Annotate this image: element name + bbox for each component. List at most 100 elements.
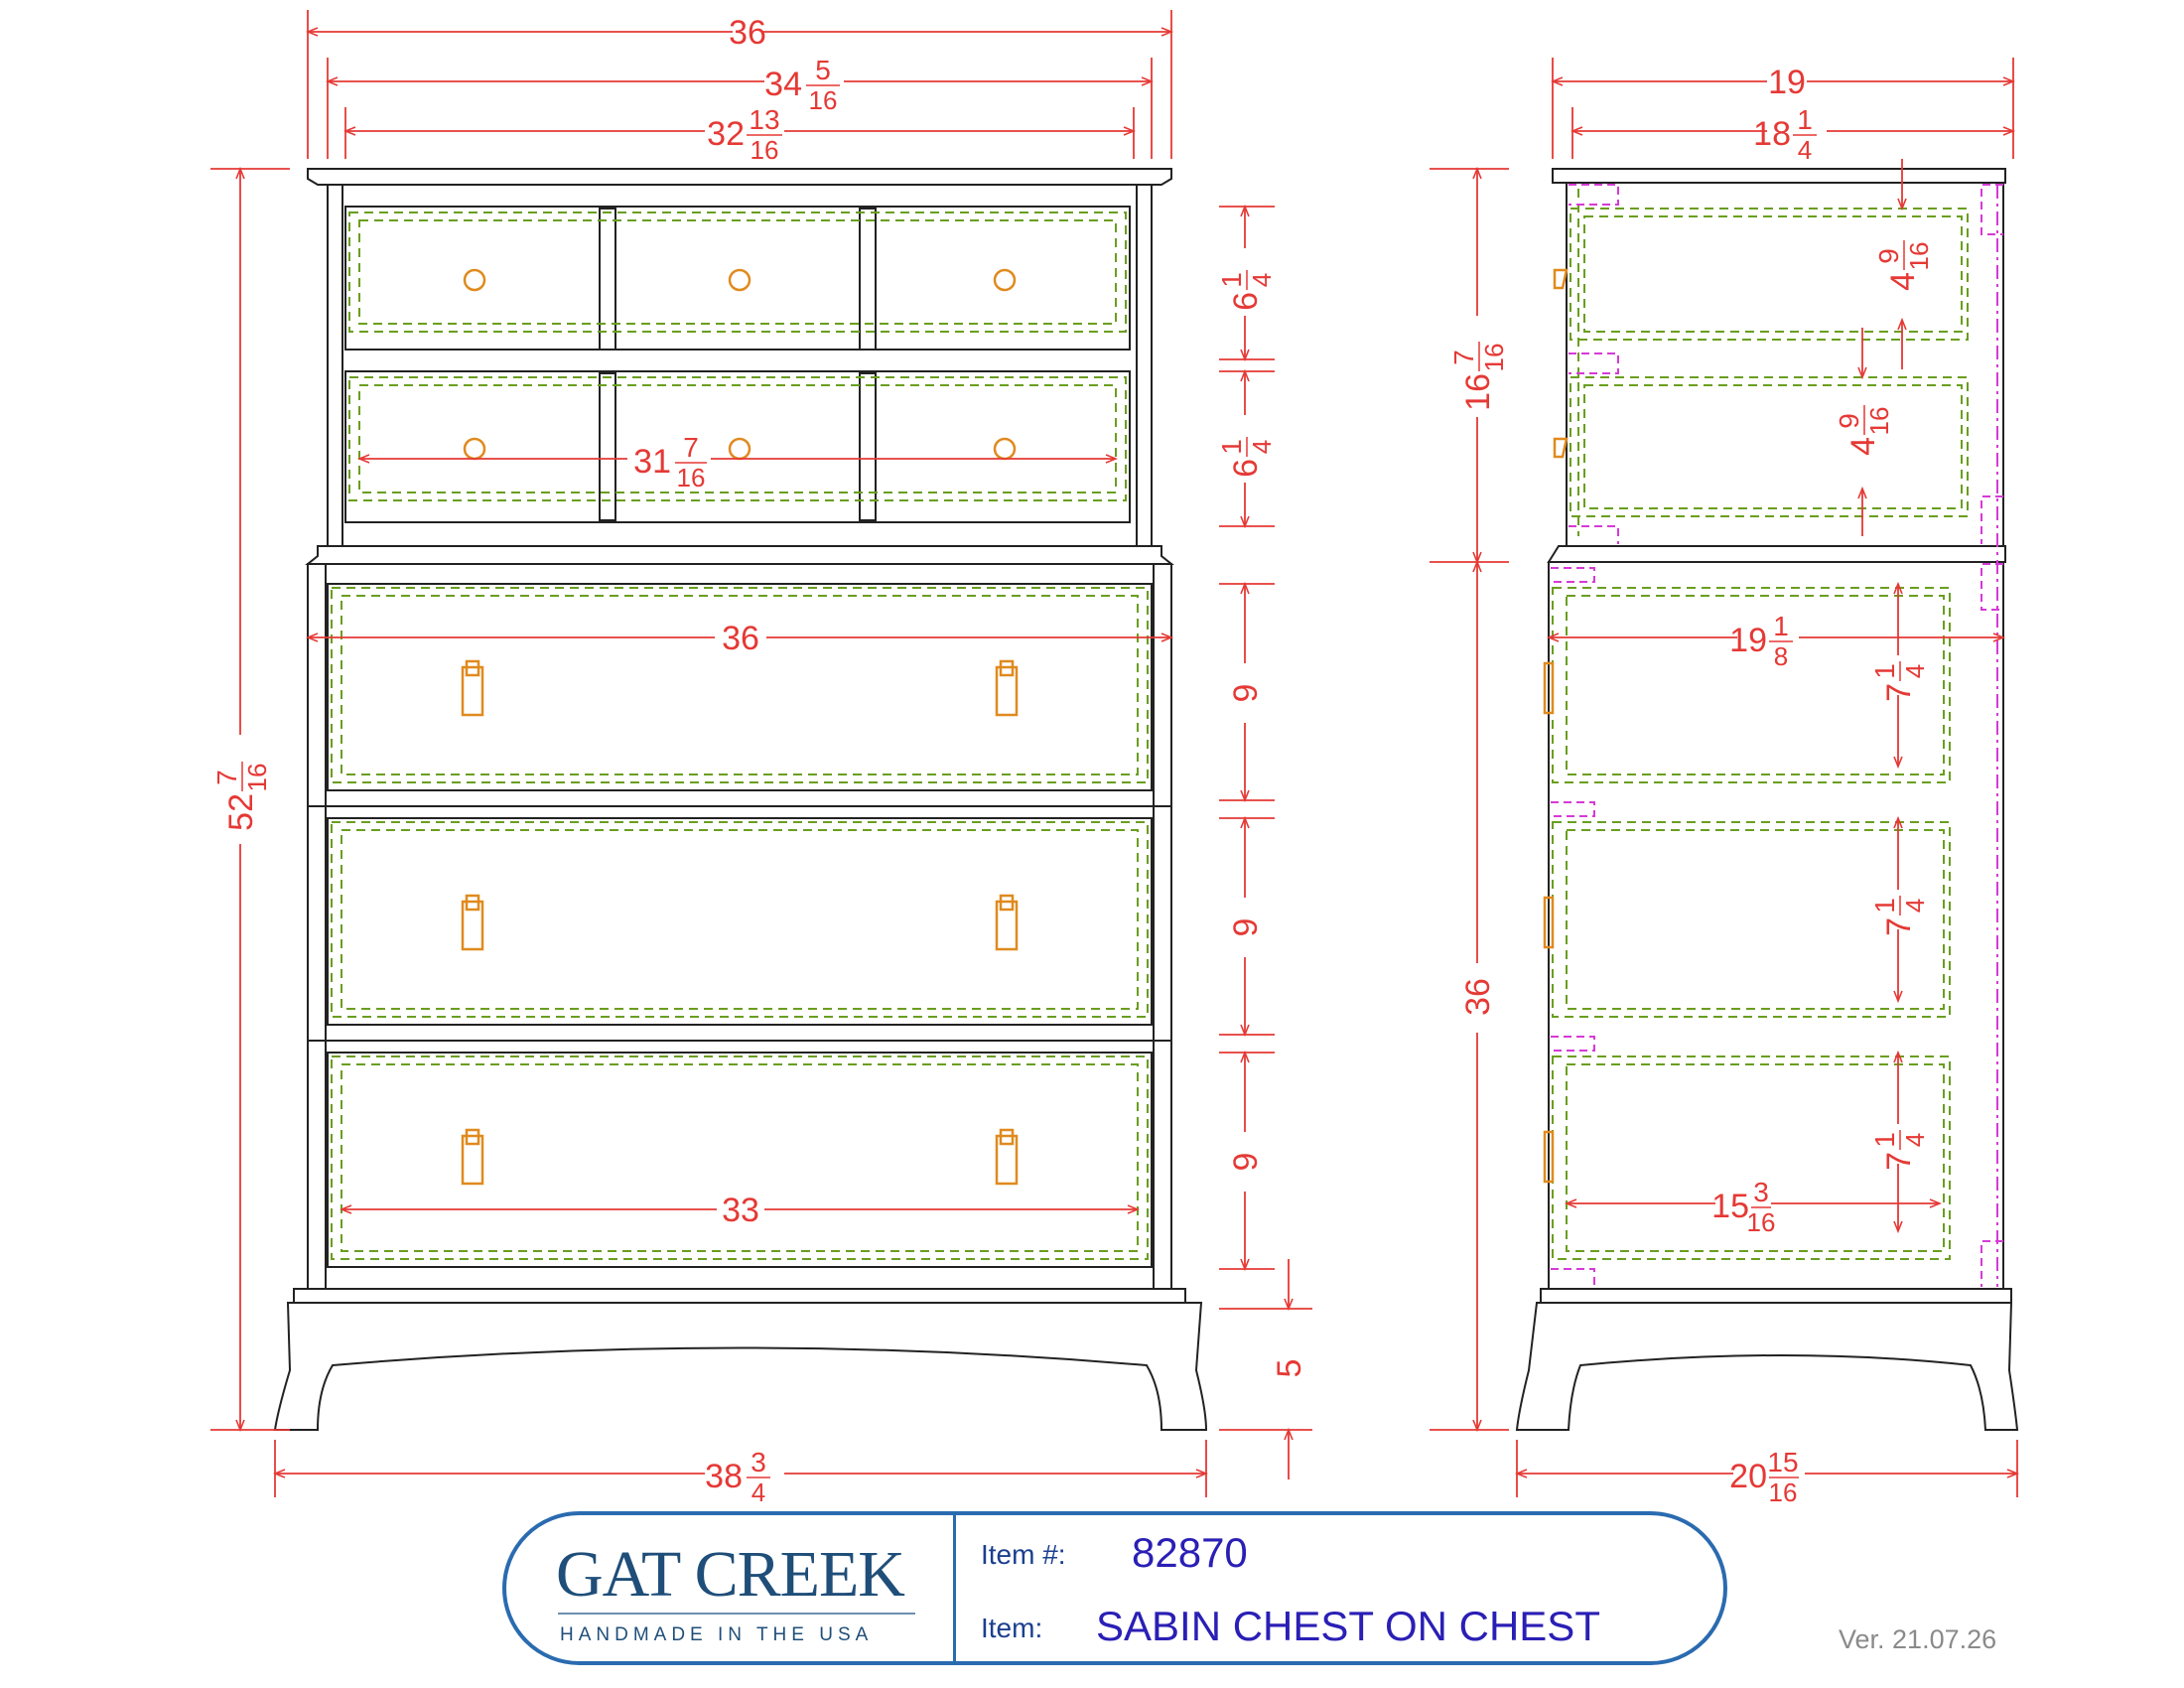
svg-text:4: 4 <box>1900 899 1930 913</box>
svg-text:16: 16 <box>751 135 779 165</box>
knob-icon <box>993 268 1017 292</box>
logo-tagline: HANDMADE IN THE USA <box>560 1624 874 1645</box>
svg-text:4: 4 <box>751 1477 765 1507</box>
knob-icon <box>463 437 486 461</box>
knob-icon <box>993 437 1017 461</box>
dim-front-lower-inner-width: 33 <box>722 1192 759 1229</box>
front-lower-drawer-1 <box>327 583 1153 791</box>
svg-text:16: 16 <box>1479 344 1509 372</box>
svg-text:7: 7 <box>1448 350 1479 365</box>
svg-text:1: 1 <box>1773 611 1789 641</box>
svg-text:5: 5 <box>815 55 831 85</box>
dim-side-lower-drawer-3: 7 1 4 <box>1869 1130 1930 1171</box>
dim-front-base-height: 5 <box>1271 1359 1308 1378</box>
front-upper-drawer-1 <box>344 206 1131 351</box>
svg-text:8: 8 <box>1774 641 1788 671</box>
bail-pull-icon <box>461 894 484 951</box>
svg-text:6: 6 <box>1227 292 1265 311</box>
item-name-label: Item: <box>981 1613 1043 1643</box>
bail-pull-icon <box>995 659 1019 717</box>
dim-front-lower-width: 36 <box>722 620 759 657</box>
svg-text:4: 4 <box>1884 272 1922 291</box>
side-mid-molding <box>1547 545 2006 563</box>
svg-text:3: 3 <box>1753 1177 1769 1207</box>
svg-text:16: 16 <box>1747 1207 1776 1237</box>
dim-side-top-depth: 19 <box>1768 64 1806 101</box>
front-base <box>293 1288 1186 1304</box>
dim-front-upper-inner-width: 32 13 16 <box>707 104 782 165</box>
dim-front-upper-drawer-1-height: 6 1 4 <box>1216 270 1277 311</box>
svg-text:3: 3 <box>751 1447 766 1477</box>
logo: GAT CREEK HANDMADE IN THE USA <box>536 1515 956 1661</box>
front-lower-drawer-2 <box>327 817 1153 1026</box>
dimension-lines <box>210 10 2017 1497</box>
svg-text:19: 19 <box>1729 622 1767 659</box>
dim-side-upper-height: 16 7 16 <box>1448 342 1509 411</box>
bail-pull-icon <box>461 1128 484 1186</box>
svg-text:16: 16 <box>677 463 706 492</box>
side-view <box>1515 168 2019 1431</box>
dim-front-lower-drawer-2-height: 9 <box>1227 918 1265 937</box>
bail-pull-icon <box>461 659 484 717</box>
svg-text:7: 7 <box>1880 1152 1918 1171</box>
svg-text:1: 1 <box>1216 439 1247 455</box>
item-number-value: 82870 <box>1132 1529 1248 1576</box>
svg-text:1: 1 <box>1216 272 1247 288</box>
bail-pull-icon <box>995 894 1019 951</box>
dim-front-overall-height: 52 7 16 <box>211 762 272 831</box>
dim-side-lower-drawer-1: 7 1 4 <box>1869 661 1930 702</box>
svg-text:18: 18 <box>1753 115 1791 153</box>
svg-text:1: 1 <box>1869 1132 1900 1148</box>
knob-icon <box>463 268 486 292</box>
svg-text:1: 1 <box>1869 898 1900 914</box>
front-base-apron <box>273 1302 1208 1431</box>
side-base-apron <box>1515 1302 2019 1431</box>
front-hardware <box>461 268 1019 1186</box>
dimension-labels: 36 34 5 16 32 13 16 31 7 16 36 33 52 7 1… <box>211 14 1934 1507</box>
svg-text:4: 4 <box>1900 664 1930 678</box>
svg-text:15: 15 <box>1767 1447 1798 1477</box>
item-number-label: Item #: <box>981 1539 1066 1570</box>
svg-text:52: 52 <box>222 793 260 831</box>
svg-text:31: 31 <box>633 443 671 481</box>
front-upper-drawer-2 <box>344 370 1131 523</box>
svg-text:7: 7 <box>1880 683 1918 702</box>
front-view <box>273 168 1208 1431</box>
knob-side-icon <box>1553 437 1569 459</box>
bail-pull-icon <box>995 1128 1019 1186</box>
dim-front-lower-drawer-3-height: 9 <box>1227 1153 1265 1172</box>
pull-side-icon <box>1543 661 1555 715</box>
svg-text:15: 15 <box>1711 1188 1749 1225</box>
item-name-value: SABIN CHEST ON CHEST <box>1096 1603 1600 1649</box>
svg-text:16: 16 <box>1904 242 1934 271</box>
svg-text:1: 1 <box>1869 663 1900 679</box>
svg-text:7: 7 <box>211 770 242 785</box>
svg-text:6: 6 <box>1227 459 1265 478</box>
front-mid-molding <box>305 545 1174 565</box>
dim-side-upper-depth: 18 1 4 <box>1753 104 1817 165</box>
svg-text:9: 9 <box>1873 248 1904 264</box>
svg-text:7: 7 <box>1880 917 1918 936</box>
svg-text:38: 38 <box>705 1458 743 1495</box>
knob-side-icon <box>1553 268 1569 290</box>
dim-side-base-depth: 20 15 16 <box>1729 1447 1799 1507</box>
dim-side-lower-height: 36 <box>1459 978 1497 1016</box>
dim-front-base-width: 38 3 4 <box>705 1447 770 1507</box>
logo-rule <box>558 1613 915 1615</box>
svg-text:16: 16 <box>1459 373 1497 411</box>
dim-side-upper-drawer-1-depth: 4 9 16 <box>1873 240 1934 291</box>
front-hidden-drawer-boxes <box>331 211 1149 1260</box>
side-upper-case <box>1566 182 2004 547</box>
knob-icon <box>728 268 751 292</box>
pull-side-icon <box>1543 1130 1555 1184</box>
knob-icon <box>728 437 751 461</box>
svg-text:4: 4 <box>1900 1133 1930 1147</box>
side-hardware <box>1543 268 1569 1184</box>
version-label: Ver. 21.07.26 <box>1839 1624 1997 1654</box>
dim-side-upper-drawer-2-depth: 4 9 16 <box>1834 405 1894 456</box>
svg-text:4: 4 <box>1798 135 1812 165</box>
side-hidden-drawer-boxes <box>1552 189 1969 1260</box>
dim-side-lower-depth: 19 1 8 <box>1729 611 1793 671</box>
dim-side-drawer-box-depth: 15 3 16 <box>1711 1177 1775 1237</box>
